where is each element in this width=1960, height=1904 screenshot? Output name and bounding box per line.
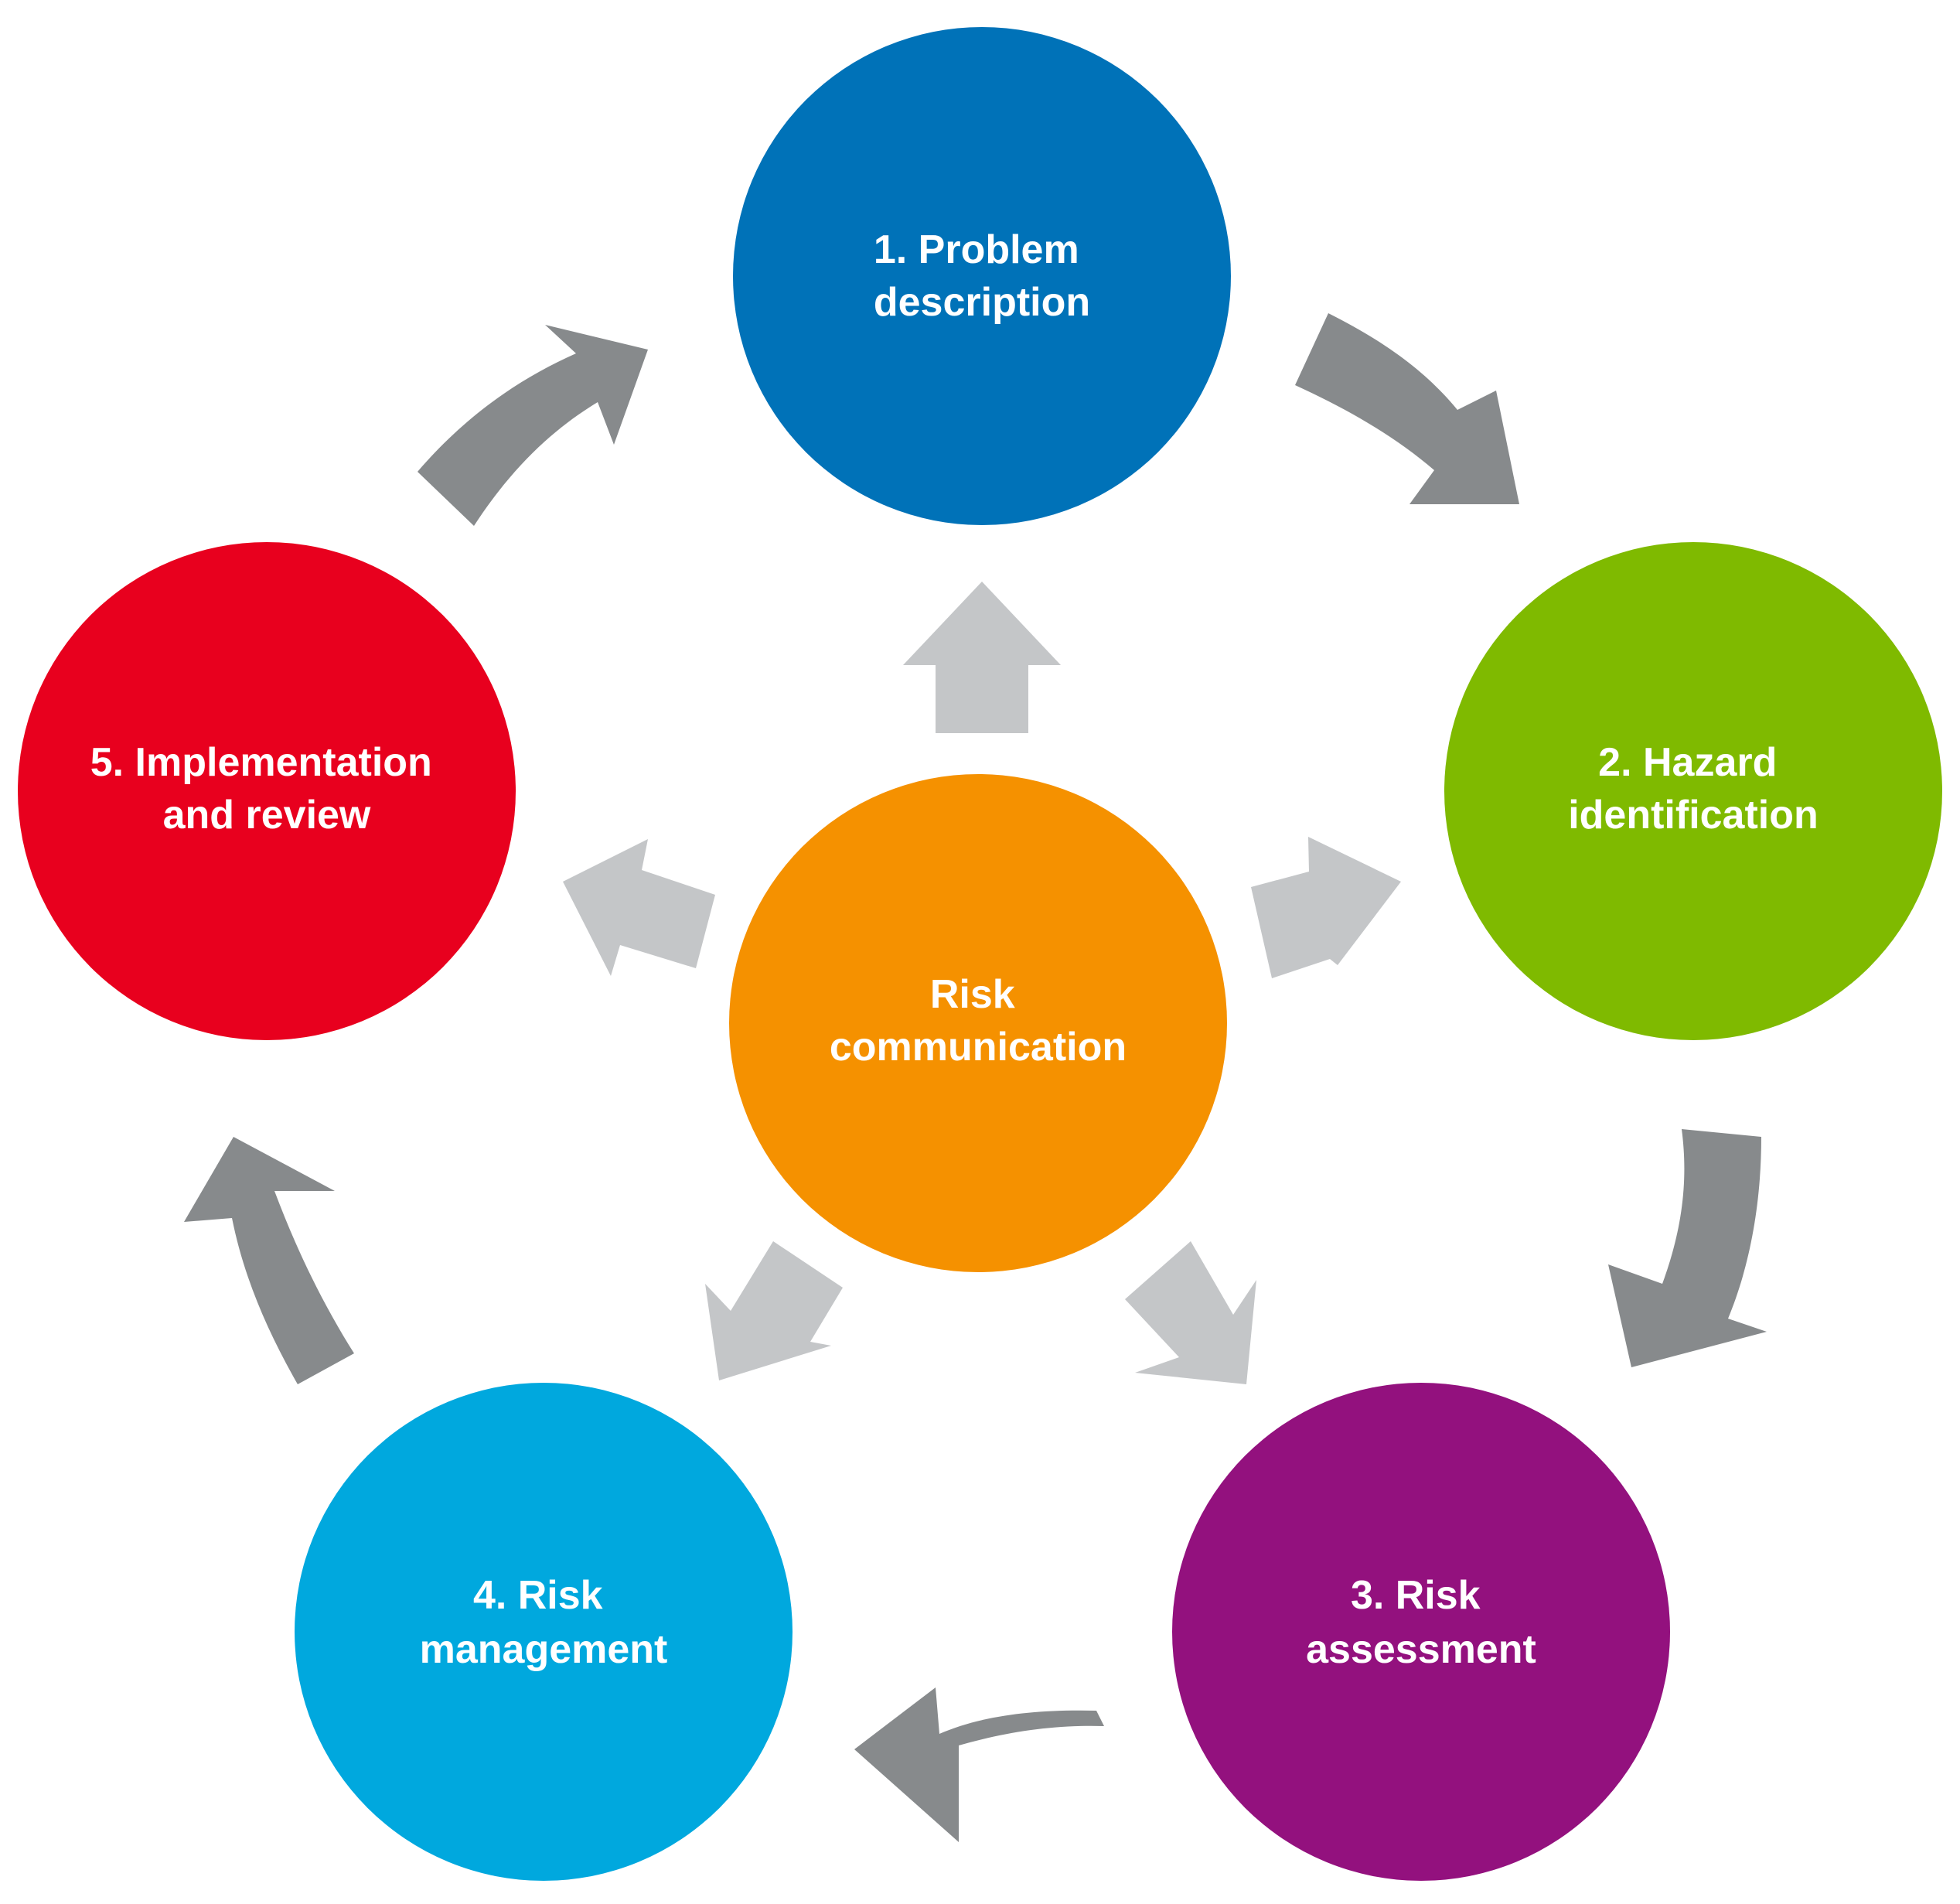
risk-assessment-label-line-2: assessment — [1306, 1627, 1536, 1672]
risk-communication-label-line-1: Risk — [930, 972, 1015, 1017]
risk-management-label-line-2: management — [420, 1627, 668, 1672]
node-hazard-identification: 2. Hazard identification — [1444, 542, 1942, 1040]
node-risk-management: 4. Risk management — [295, 1383, 793, 1881]
node-problem-description: 1. Problem description — [733, 27, 1231, 525]
risk-management-circle — [295, 1383, 793, 1881]
spoke-arrow-to-review — [563, 839, 715, 976]
implementation-and-review-circle — [18, 542, 516, 1040]
node-implementation-and-review: 5. Implementation and review — [18, 542, 516, 1040]
arrow-review-to-problem — [418, 325, 648, 526]
hazard-identification-label-line-1: 2. Hazard — [1598, 740, 1777, 785]
spoke-arrow-to-management — [705, 1241, 843, 1380]
risk-assessment-circle — [1172, 1383, 1670, 1881]
spoke-arrow-to-assessment — [1125, 1241, 1256, 1384]
problem-description-label-line-2: description — [874, 280, 1090, 325]
svg-text:Risk communication: Risk communication — [830, 972, 1127, 1070]
arrow-assessment-to-management — [854, 1687, 1104, 1842]
svg-text:4. Risk management: 4. Risk management — [420, 1573, 668, 1672]
spoke-arrow-to-problem — [903, 582, 1061, 733]
risk-assessment-label-line-1: 3. Risk — [1351, 1573, 1481, 1618]
risk-communication-circle — [729, 774, 1227, 1272]
spoke-arrow-to-hazard — [1251, 837, 1401, 978]
hazard-identification-circle — [1444, 542, 1942, 1040]
svg-text:2. Hazard identification: 2. Hazard identification — [1568, 740, 1819, 838]
implementation-and-review-label-line-2: and review — [163, 793, 371, 838]
problem-description-circle — [733, 27, 1231, 525]
risk-communication-label-line-2: communication — [830, 1025, 1127, 1070]
spoke-arrows — [563, 582, 1401, 1384]
arrow-problem-to-hazard — [1295, 313, 1519, 504]
svg-text:3. Risk assessment: 3. Risk assessment — [1306, 1573, 1536, 1672]
arrow-management-to-review — [184, 1137, 354, 1384]
risk-management-label-line-1: 4. Risk — [473, 1573, 603, 1618]
svg-text:1. Problem description: 1. Problem description — [874, 227, 1090, 325]
hazard-identification-label-line-2: identification — [1568, 793, 1819, 838]
cycle-arrows — [184, 313, 1767, 1842]
implementation-and-review-label-line-1: 5. Implementation — [90, 740, 432, 785]
node-risk-communication: Risk communication — [729, 774, 1227, 1272]
problem-description-label-line-1: 1. Problem — [874, 227, 1079, 272]
svg-text:5. Implementation and re: 5. Implementation and review — [90, 740, 444, 838]
node-risk-assessment: 3. Risk assessment — [1172, 1383, 1670, 1881]
arrow-hazard-to-assessment — [1608, 1129, 1767, 1367]
